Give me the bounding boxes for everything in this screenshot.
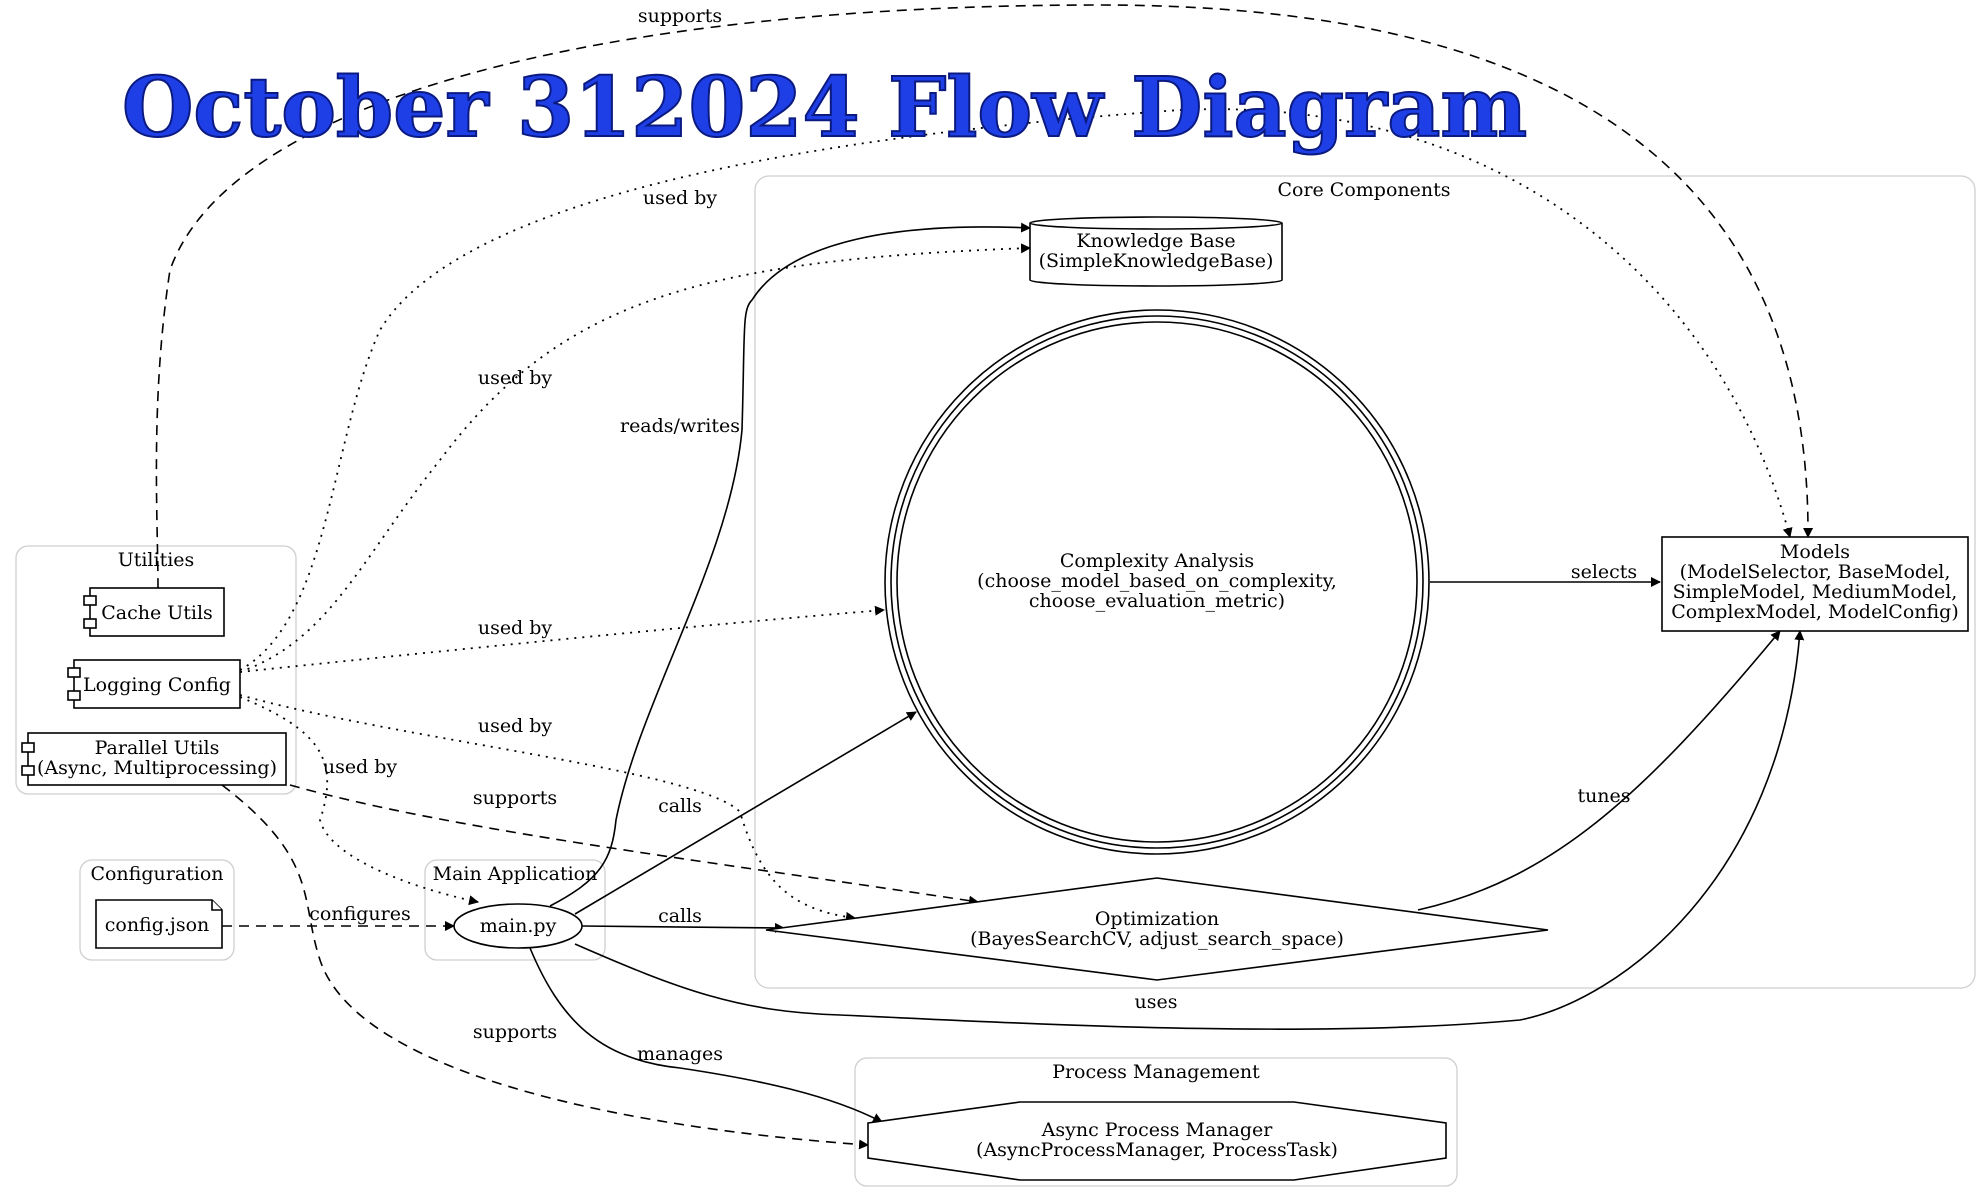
edge-label-manages: manages xyxy=(637,1043,723,1065)
edge-label-calls: calls xyxy=(658,795,702,817)
edge-parallel-to-async-manager xyxy=(221,784,869,1150)
edge-parallel-to-optimization xyxy=(289,784,979,906)
diagram-title: October 312024 Flow Diagram xyxy=(122,60,1527,156)
edge-main-to-optimization xyxy=(581,922,785,933)
edge-optimization-to-models xyxy=(1417,630,1781,911)
cluster-configuration-label: Configuration xyxy=(90,863,223,885)
node-parallel-utils-line-2: (Async, Multiprocessing) xyxy=(37,757,277,779)
node-parallel-utils-line-1: Parallel Utils xyxy=(95,737,220,759)
node-knowledge-base: Knowledge Base (SimpleKnowledgeBase) xyxy=(1029,216,1283,287)
edge-main-to-async-manager xyxy=(529,947,883,1123)
edge-labels: supports used by used by used by used by… xyxy=(309,5,1637,1065)
node-cache-utils: Cache Utils xyxy=(83,587,225,637)
edge-label-supports: supports xyxy=(473,787,557,809)
node-async-process-manager-line-2: (AsyncProcessManager, ProcessTask) xyxy=(976,1139,1338,1161)
node-models: Models (ModelSelector, BaseModel, Simple… xyxy=(1661,536,1969,632)
edge-logging-to-main xyxy=(239,696,479,906)
cluster-utilities: Utilities xyxy=(15,545,297,795)
edge-label-configures: configures xyxy=(309,903,410,925)
node-complexity-analysis-line-3: choose_evaluation_metric) xyxy=(1029,590,1285,612)
edge-label-reads-writes: reads/writes xyxy=(620,415,740,437)
edge-label-selects: selects xyxy=(1571,561,1637,583)
edge-label-supports: supports xyxy=(638,5,722,27)
cluster-process-management-label: Process Management xyxy=(1052,1061,1260,1083)
node-async-process-manager: Async Process Manager (AsyncProcessManag… xyxy=(867,1101,1447,1181)
node-knowledge-base-line-2: (SimpleKnowledgeBase) xyxy=(1039,250,1274,272)
node-complexity-analysis-line-1: Complexity Analysis xyxy=(1060,550,1254,572)
node-optimization-line-2: (BayesSearchCV, adjust_search_space) xyxy=(970,928,1344,950)
edge-main-to-models xyxy=(574,630,1805,1030)
edge-label-used-by: used by xyxy=(323,756,398,778)
edge-label-used-by: used by xyxy=(478,617,553,639)
edge-main-to-complexity xyxy=(574,711,917,915)
edge-main-to-knowledge-base xyxy=(549,222,1031,907)
cluster-utilities-label: Utilities xyxy=(118,549,195,571)
edge-label-tunes: tunes xyxy=(1577,785,1630,807)
node-config-json: config.json xyxy=(95,899,223,949)
node-async-process-manager-line-1: Async Process Manager xyxy=(1041,1119,1274,1141)
edge-label-calls: calls xyxy=(658,905,702,927)
node-config-json-label: config.json xyxy=(105,914,210,936)
cluster-main-application: Main Application xyxy=(424,859,606,961)
cluster-configuration: Configuration xyxy=(79,859,235,961)
cluster-core-components: Core Components xyxy=(754,175,1976,989)
node-optimization: Optimization (BayesSearchCV, adjust_sear… xyxy=(765,877,1549,981)
cluster-main-application-label: Main Application xyxy=(433,863,598,885)
edge-label-supports: supports xyxy=(473,1021,557,1043)
edge-label-used-by: used by xyxy=(478,715,553,737)
edge-label-uses: uses xyxy=(1135,991,1178,1013)
node-main-py: main.py xyxy=(453,903,583,949)
node-main-py-label: main.py xyxy=(480,915,557,937)
edge-label-used-by: used by xyxy=(478,367,553,389)
edge-logging-to-complexity xyxy=(239,605,885,673)
node-complexity-analysis-line-2: (choose_model_based_on_complexity, xyxy=(977,570,1337,592)
edge-logging-to-optimization xyxy=(239,694,856,922)
cluster-core-components-label: Core Components xyxy=(1277,179,1450,201)
node-models-line-2: (ModelSelector, BaseModel, xyxy=(1680,561,1951,583)
node-knowledge-base-line-1: Knowledge Base xyxy=(1076,230,1235,252)
node-logging-config-label: Logging Config xyxy=(83,674,231,696)
edge-label-used-by: used by xyxy=(643,187,718,209)
edge-logging-to-models xyxy=(239,108,1793,671)
node-cache-utils-label: Cache Utils xyxy=(101,602,213,624)
node-complexity-analysis: Complexity Analysis (choose_model_based_… xyxy=(884,309,1430,855)
node-models-line-1: Models xyxy=(1780,541,1850,563)
edges xyxy=(155,4,1814,1150)
node-models-line-3: SimpleModel, MediumModel, xyxy=(1673,581,1958,603)
node-parallel-utils: Parallel Utils (Async, Multiprocessing) xyxy=(21,732,287,786)
node-optimization-line-1: Optimization xyxy=(1095,908,1219,930)
cluster-process-management: Process Management xyxy=(854,1057,1458,1187)
node-models-line-4: ComplexModel, ModelConfig) xyxy=(1671,601,1959,623)
node-logging-config: Logging Config xyxy=(67,659,241,709)
